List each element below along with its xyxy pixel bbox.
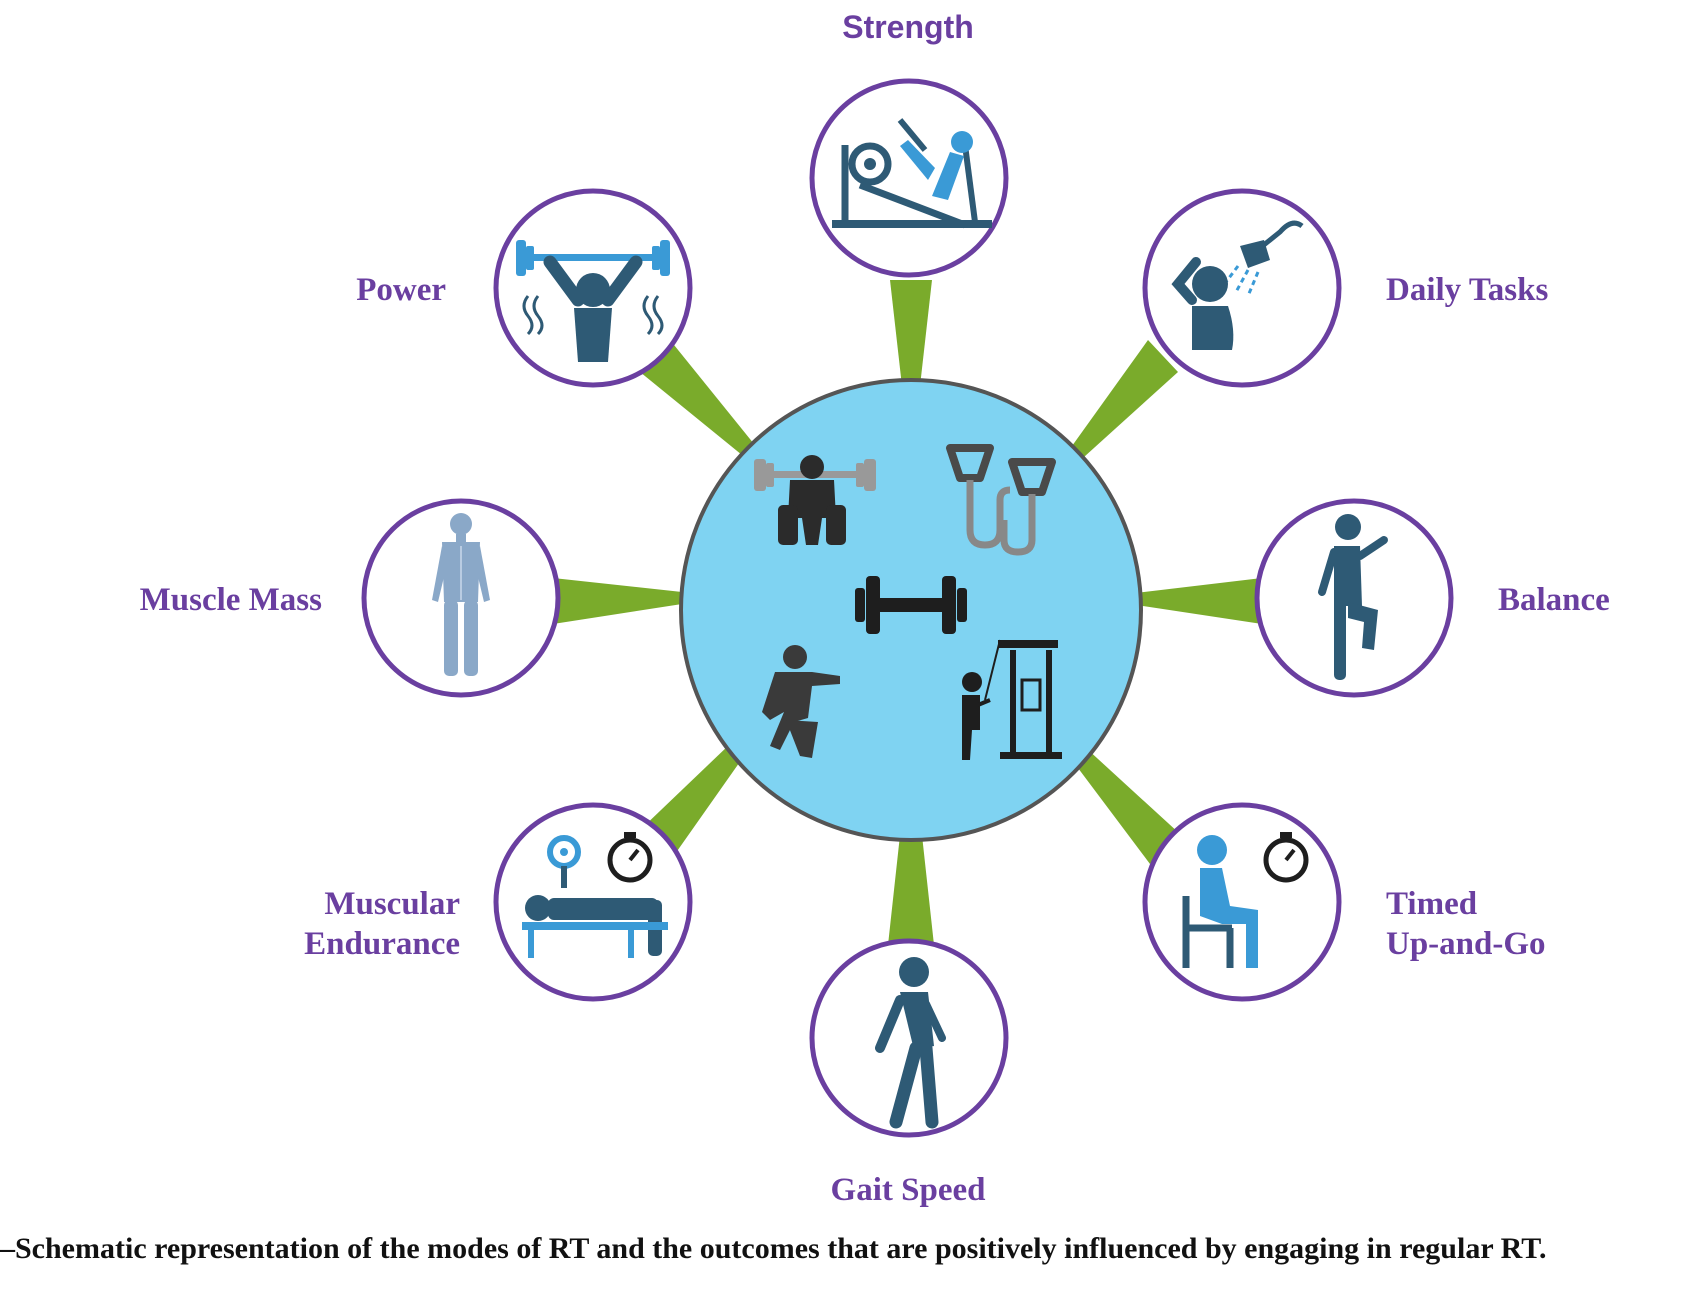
hub-modes-of-rt	[679, 378, 1143, 842]
bench-press-stopwatch-icon	[522, 832, 668, 958]
connector-strength	[890, 280, 932, 395]
human-anatomy-icon	[432, 513, 490, 676]
label-timed-up-and-go-line2: Up-and-Go	[1386, 926, 1546, 962]
label-daily-tasks: Daily Tasks	[1386, 272, 1548, 308]
single-leg-stand-icon	[1318, 514, 1388, 680]
connector-muscle-mass	[553, 578, 682, 624]
node-strength	[809, 78, 1009, 278]
connector-timed-up-and-go	[1072, 748, 1180, 864]
label-power: Power	[356, 272, 446, 308]
connector-gait-speed	[888, 826, 934, 945]
walking-person-icon	[875, 957, 946, 1129]
leg-press-icon	[832, 118, 992, 229]
label-muscular-endurance-line1: Muscular	[324, 886, 460, 922]
node-daily-tasks	[1142, 188, 1342, 388]
label-timed-up-and-go-line1: Timed	[1386, 886, 1477, 922]
connector-daily-tasks	[1072, 340, 1178, 457]
connector-balance	[1136, 578, 1262, 624]
node-timed-up-and-go	[1142, 802, 1342, 1002]
figure-caption: –Schematic representation of the modes o…	[0, 1232, 1547, 1265]
barbell-squat-icon	[754, 455, 876, 545]
overhead-lift-icon	[516, 240, 670, 362]
chair-stopwatch-icon	[1182, 832, 1309, 968]
cable-machine-icon	[962, 639, 1062, 760]
outcome-labels: Strength Daily Tasks Balance Timed Up-an…	[140, 9, 1610, 1208]
connectors	[553, 280, 1262, 945]
node-gait-speed	[809, 938, 1009, 1138]
label-muscular-endurance-line2: Endurance	[304, 926, 460, 962]
label-balance: Balance	[1498, 582, 1610, 618]
label-muscle-mass: Muscle Mass	[140, 582, 323, 618]
label-gait-speed: Gait Speed	[831, 1172, 986, 1208]
label-strength: Strength	[842, 9, 974, 45]
connector-power	[640, 340, 754, 455]
shower-icon	[1171, 220, 1304, 350]
dumbbell-icon	[855, 576, 967, 634]
resistance-band-icon	[946, 444, 1056, 556]
bodyweight-squat-icon	[762, 645, 840, 758]
